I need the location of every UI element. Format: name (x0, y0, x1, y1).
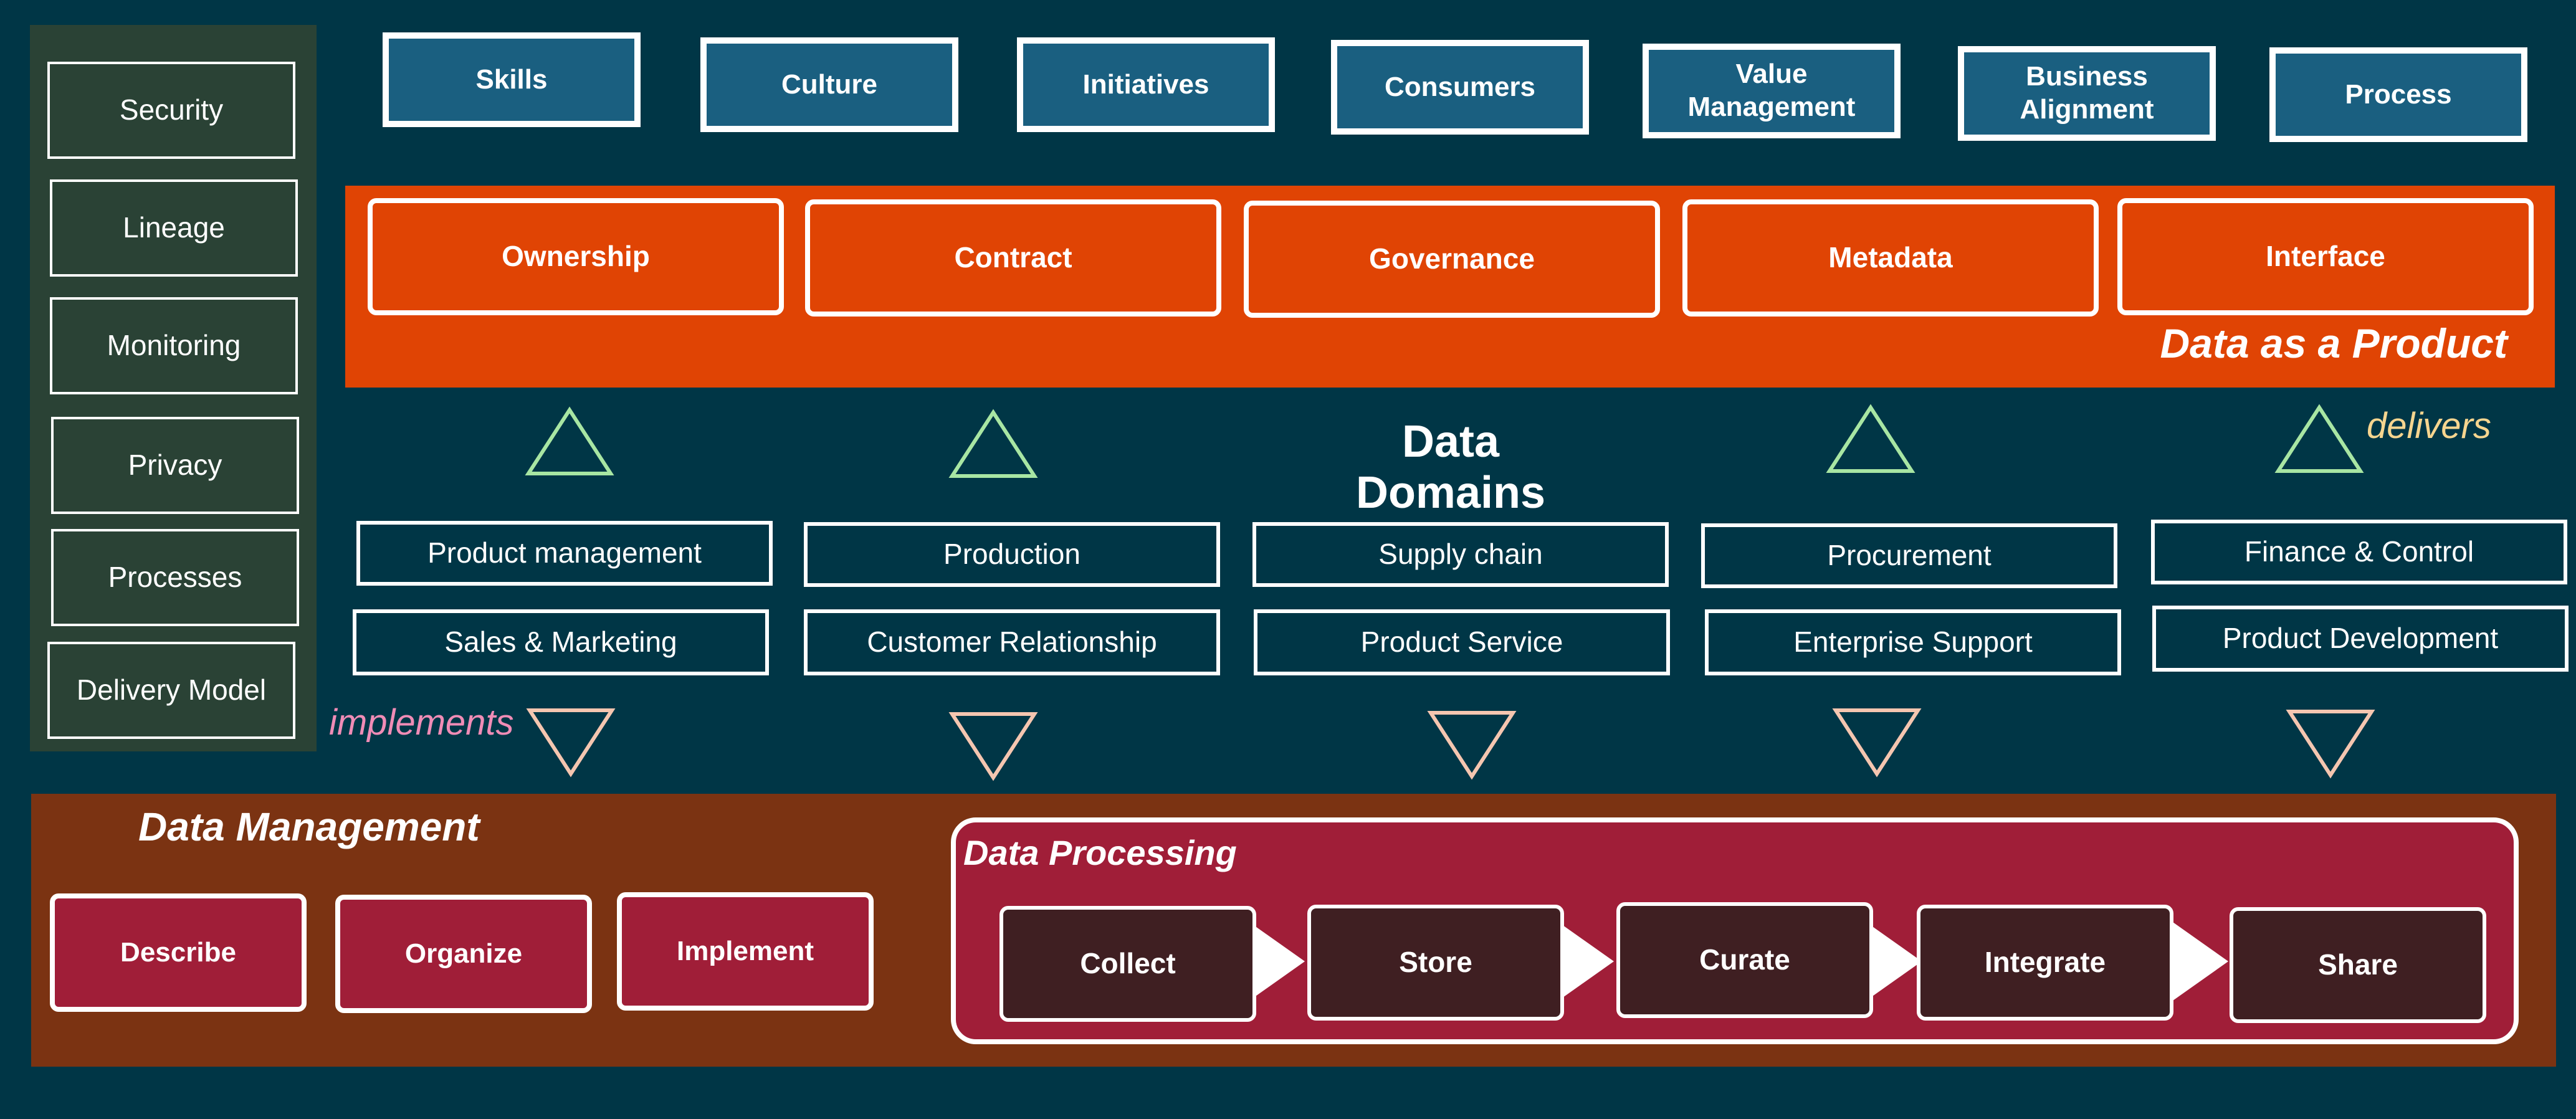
delivers-label: delivers (2367, 406, 2491, 446)
top-item-skills[interactable]: Skills (383, 32, 641, 127)
processing-step-integrate[interactable]: Integrate (1917, 905, 2173, 1021)
top-item-consumers[interactable]: Consumers (1331, 40, 1589, 135)
management-item-organize[interactable]: Organize (335, 895, 592, 1013)
domain-sales-marketing[interactable]: Sales & Marketing (353, 609, 769, 675)
management-item-implement[interactable]: Implement (617, 892, 874, 1011)
up-triangle-icon (2274, 404, 2364, 473)
sidebar-item-monitoring[interactable]: Monitoring (50, 297, 298, 394)
product-item-contract[interactable]: Contract (805, 199, 1221, 317)
product-item-interface[interactable]: Interface (2117, 198, 2534, 315)
down-triangle-icon (1832, 708, 1922, 778)
processing-step-collect[interactable]: Collect (999, 906, 1256, 1022)
arrow-right-icon (1548, 915, 1614, 1008)
product-item-governance[interactable]: Governance (1244, 201, 1660, 318)
data-processing-title: Data Processing (963, 833, 1237, 872)
domain-procurement[interactable]: Procurement (1701, 523, 2117, 588)
arrow-right-icon (2162, 915, 2228, 1008)
data-as-a-product-title: Data as a Product (2160, 320, 2507, 366)
domain-product-service[interactable]: Product Service (1254, 609, 1670, 675)
processing-step-curate[interactable]: Curate (1616, 902, 1873, 1018)
top-item-value-management[interactable]: Value Management (1643, 44, 1901, 138)
sidebar-item-lineage[interactable]: Lineage (50, 179, 298, 277)
data-management-title: Data Management (138, 804, 480, 849)
domain-customer-relationship[interactable]: Customer Relationship (804, 609, 1220, 675)
up-triangle-icon (948, 409, 1038, 478)
up-triangle-icon (1826, 404, 1915, 473)
processing-step-share[interactable]: Share (2230, 907, 2486, 1023)
processing-step-store[interactable]: Store (1307, 905, 1564, 1021)
management-item-describe[interactable]: Describe (50, 893, 307, 1012)
top-item-business-alignment[interactable]: Business Alignment (1958, 46, 2216, 141)
domain-enterprise-support[interactable]: Enterprise Support (1705, 609, 2121, 675)
sidebar-item-privacy[interactable]: Privacy (51, 417, 299, 514)
sidebar-item-processes[interactable]: Processes (51, 529, 299, 626)
sidebar-item-security[interactable]: Security (47, 62, 295, 159)
top-item-culture[interactable]: Culture (700, 37, 958, 132)
product-item-metadata[interactable]: Metadata (1682, 199, 2099, 317)
domain-production[interactable]: Production (804, 522, 1220, 587)
down-triangle-icon (1427, 711, 1517, 780)
top-item-process[interactable]: Process (2269, 47, 2527, 142)
domain-finance-control[interactable]: Finance & Control (2151, 520, 2567, 584)
product-item-ownership[interactable]: Ownership (368, 198, 784, 315)
sidebar-item-delivery-model[interactable]: Delivery Model (47, 642, 295, 739)
down-triangle-icon (2286, 710, 2375, 779)
down-triangle-icon (948, 712, 1038, 781)
implements-label: implements (329, 702, 514, 743)
domain-product-management[interactable]: Product management (356, 521, 773, 586)
domain-supply-chain[interactable]: Supply chain (1252, 522, 1669, 587)
top-item-initiatives[interactable]: Initiatives (1017, 37, 1275, 132)
data-domains-title: Data Domains (1355, 417, 1546, 518)
up-triangle-icon (525, 406, 614, 475)
down-triangle-icon (526, 708, 616, 778)
domain-product-development[interactable]: Product Development (2152, 606, 2569, 672)
